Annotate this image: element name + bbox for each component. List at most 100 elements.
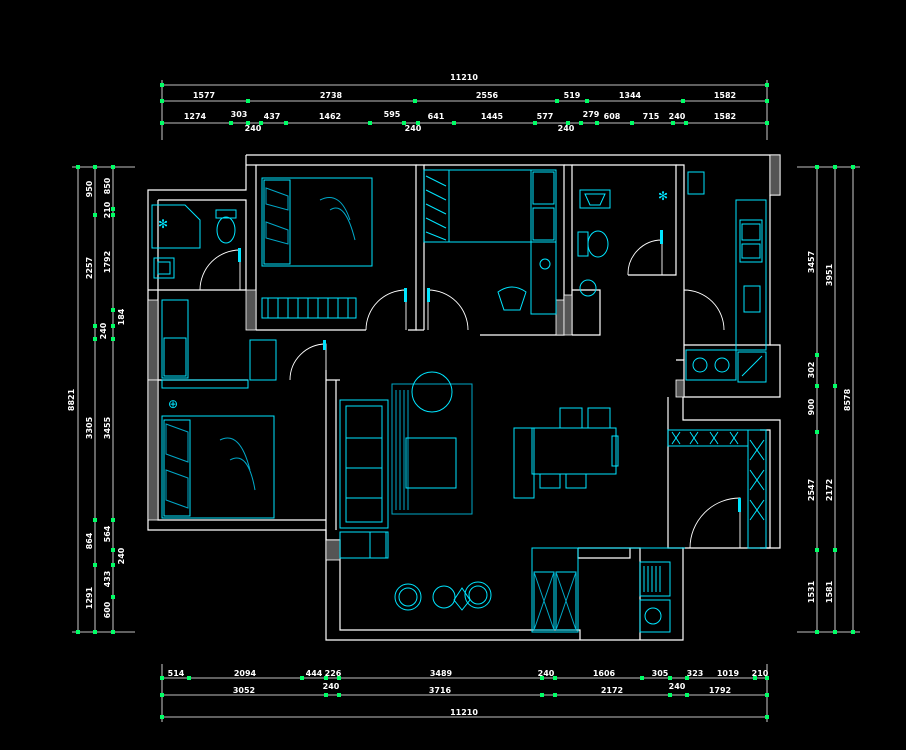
right-inner-dim: 2547	[807, 479, 816, 501]
top-row2-dim: 279	[583, 110, 600, 119]
top-row2-dim: 1274	[184, 112, 207, 121]
top-row2-dim: 240	[245, 124, 262, 133]
top-row2-dim: 577	[537, 112, 554, 121]
bottom-row1-dim: 210	[752, 669, 769, 678]
bottom-row1-dim: 514	[168, 669, 185, 678]
top-row2-dim: 595	[384, 110, 401, 119]
top-row2-dim: 1462	[319, 112, 341, 121]
bottom-row2-dim: 240	[669, 682, 686, 691]
right-inner-dim: 3457	[807, 251, 816, 273]
left-inner-dim: 850	[103, 177, 112, 194]
bottom-ticks	[160, 676, 769, 719]
left-inner-dim: 240	[117, 547, 126, 564]
top-row2-dim: 641	[428, 112, 445, 121]
door-markers	[238, 230, 741, 512]
left-inner-dim: 184	[117, 308, 126, 325]
top-ticks	[160, 83, 769, 125]
left-outer-dim: 2257	[85, 257, 94, 279]
dining-table-icon	[531, 427, 617, 475]
top-row2-dim: 240	[405, 124, 422, 133]
bottom-row1-dim: 444	[306, 669, 323, 678]
cabinet-icon	[531, 547, 579, 633]
ottoman-icon	[411, 371, 453, 413]
chair-icon	[394, 583, 422, 611]
bottom-dimensions	[161, 664, 768, 722]
top-row1-dim: 519	[564, 91, 581, 100]
top-row2-dim: 240	[669, 112, 686, 121]
bed-icon	[161, 415, 275, 519]
top-row2-dim: 1445	[481, 112, 504, 121]
top-row1-dim: 2738	[320, 91, 343, 100]
wall-hatch	[147, 154, 781, 561]
right-inner-dim: 900	[807, 398, 816, 415]
bottom-row2-dim: 3052	[233, 686, 255, 695]
svg-text:✻: ✻	[658, 189, 668, 203]
right-dimension-labels: 3457 302 900 2547 1531 3951 2172 1581 85…	[807, 251, 852, 603]
bottom-row1-dim: 305	[652, 669, 669, 678]
left-inner-dim: 3455	[103, 416, 112, 439]
top-row2-dim: 437	[264, 112, 281, 121]
furniture: ✻ ✻ ⊕	[151, 169, 767, 633]
top-row2-dim: 1582	[714, 112, 736, 121]
sofa-icon	[339, 399, 389, 529]
right-inner-dim: 302	[807, 362, 816, 379]
bottom-row1-dim: 3489	[430, 669, 453, 678]
right-dimensions	[797, 166, 860, 633]
coffee-table-icon	[405, 437, 457, 489]
bottom-row1-dim: 240	[538, 669, 555, 678]
left-inner-dim: 433	[103, 571, 112, 588]
right-inner-dim: 1531	[807, 580, 816, 603]
left-outer-dim: 1291	[85, 586, 94, 609]
top-dimension-labels: 11210 1577 2738 2556 519 1344 1582 1274 …	[184, 73, 736, 133]
toilet-icon	[216, 216, 236, 244]
bed-icon	[261, 177, 373, 267]
washer-icon	[639, 561, 671, 597]
left-inner-dim: 210	[103, 201, 112, 218]
bottom-row1-dim: 323	[687, 669, 704, 678]
left-inner-dim: 600	[103, 601, 112, 618]
bottom-dimension-labels: 514 2094 444 226 3489 240 1606 305 323 1…	[168, 669, 769, 717]
bottom-row2-dim: 3716	[429, 686, 452, 695]
left-outer-dim: 950	[85, 180, 94, 197]
top-row1-dim: 1344	[619, 91, 642, 100]
bottom-row1-dim: 2094	[234, 669, 257, 678]
right-ticks	[815, 165, 855, 634]
top-row1-dim: 1582	[714, 91, 736, 100]
bottom-overall-dim: 11210	[450, 708, 478, 717]
top-row2-dim: 303	[231, 110, 248, 119]
svg-text:⊕: ⊕	[168, 397, 178, 411]
top-row1-dim: 1577	[193, 91, 215, 100]
top-row2-dim: 608	[604, 112, 621, 121]
chair-icon	[464, 581, 492, 609]
bottom-row1-dim: 1606	[593, 669, 616, 678]
right-outer-dim: 3951	[825, 263, 834, 286]
top-row2-dim: 240	[558, 124, 575, 133]
bottom-row2-dim: 240	[323, 682, 340, 691]
left-outer-dim: 864	[85, 532, 94, 549]
left-outer-dim: 240	[99, 322, 108, 339]
top-row2-dim: 715	[643, 112, 660, 121]
left-outer-dim: 3305	[85, 416, 94, 439]
top-overall-dim: 11210	[450, 73, 478, 82]
left-overall-dim: 8821	[67, 388, 76, 411]
walls	[147, 154, 781, 641]
shower-icon	[151, 204, 201, 249]
bottom-row2-dim: 2172	[601, 686, 623, 695]
left-inner-dim: 564	[103, 525, 112, 542]
left-dimensions	[72, 166, 135, 633]
right-overall-dim: 8578	[843, 388, 852, 411]
left-dimension-labels: 8821 950 2257 240 3305 864 1291 850 210 …	[67, 177, 126, 618]
top-row1-dim: 2556	[476, 91, 499, 100]
right-outer-dim: 1581	[825, 580, 834, 603]
bottom-row2-dim: 1792	[709, 686, 731, 695]
rug-icon	[391, 383, 473, 515]
bottom-row1-dim: 1019	[717, 669, 740, 678]
bottom-row1-dim: 226	[325, 669, 342, 678]
left-ticks	[76, 165, 115, 634]
svg-text:✻: ✻	[158, 217, 168, 231]
left-inner-dim: 1792	[103, 251, 112, 273]
right-outer-dim: 2172	[825, 479, 834, 501]
chair-icon	[432, 585, 456, 609]
doors	[199, 239, 741, 549]
